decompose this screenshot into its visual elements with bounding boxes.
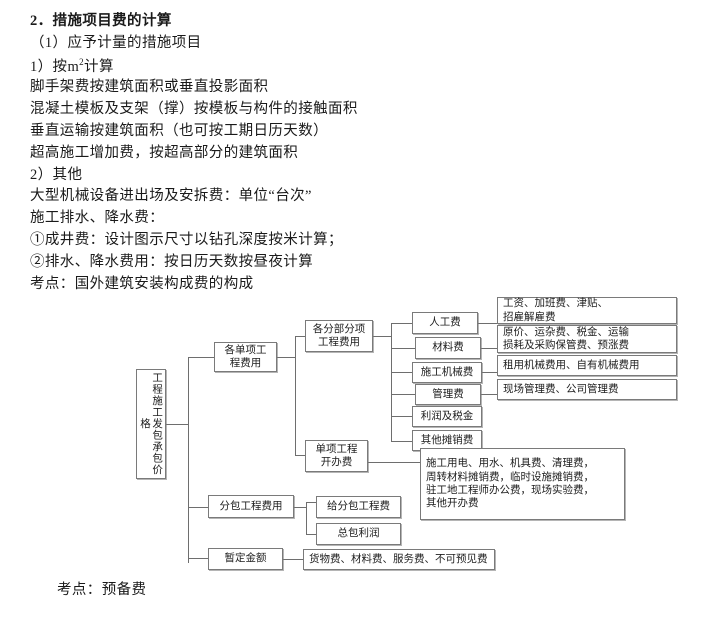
heading-measure-cost: 2．措施项目费的计算 [30,13,172,29]
line-drainage-dewatering: 施工排水、降水费： [30,210,165,226]
connector-line [368,462,420,463]
connector-line [391,323,412,324]
node-pay-subcontract[interactable]: 给分包工程费 [316,496,401,518]
line-unit-area-suffix: 计算 [84,58,114,75]
node-subcontract-cost[interactable]: 分包工程费用 [208,495,294,518]
connector-line [391,348,415,349]
connector-line [188,357,189,563]
connector-line [283,559,303,560]
node-management-cost[interactable]: 管理费 [415,384,481,405]
line-dewatering-cost: ②排水、降水费用：按日历天数按昼夜计算 [30,254,314,270]
node-wage-detail[interactable]: 工资、加班费、津贴、 招雇解雇费 [497,297,677,324]
connector-line [391,372,412,373]
connector-line [478,323,497,324]
node-material-detail[interactable]: 原价、运杂费、税金、运输 损耗及采购保管费、预涨费 [497,325,677,353]
node-startup-detail[interactable]: 施工用电、用水、机具费、清理费， 周转材料摊销费，临时设施摊销费， 驻工地工程师… [420,448,625,520]
subheading-others: 2）其他 [30,167,83,183]
connector-line [166,424,188,425]
line-well-cost: ①成井费：设计图示尺寸以钻孔深度按米计算； [30,232,343,248]
node-division-item-cost[interactable]: 各分部分项 工程费用 [305,320,373,352]
connector-line [188,558,208,559]
node-general-contractor-profit[interactable]: 总包利润 [316,523,401,545]
subheading-measurable-items: （1）应予计量的措施项目 [30,35,202,51]
line-exam-point-overseas: 考点：国外建筑安装构成费的构成 [30,276,254,292]
node-root-contract-price[interactable]: 工程施工发包承包价格 [136,369,166,479]
node-machinery-detail[interactable]: 租用机械费用、自有机械费用 [497,355,677,376]
connector-line [481,394,497,395]
line-exam-point-reserve: 考点：预备费 [57,582,147,598]
line-large-machinery: 大型机械设备进出场及安拆费：单位“台次” [30,188,312,204]
line-scaffolding: 脚手架费按建筑面积或垂直投影面积 [30,79,269,95]
node-provisional-sum[interactable]: 暂定金额 [208,548,283,570]
connector-line [306,534,316,535]
connector-line [373,336,391,337]
line-concrete-formwork: 混凝土模板及支架（撑）按模板与构件的接触面积 [30,101,358,117]
node-other-amortization[interactable]: 其他摊销费 [412,430,482,451]
node-provisional-detail[interactable]: 货物费、材料费、服务费、不可预见费 [303,549,495,570]
connector-line [295,455,305,456]
line-unit-area-prefix: 1）按m [30,58,80,75]
connector-line [295,336,296,455]
connector-line [391,441,412,442]
connector-line [391,394,415,395]
connector-line [391,416,412,417]
line-vertical-transport: 垂直运输按建筑面积（也可按工期日历天数） [30,123,328,139]
connector-line [295,336,305,337]
node-profit-tax[interactable]: 利润及税金 [412,406,482,427]
connector-line [481,348,497,349]
node-labor-cost[interactable]: 人工费 [412,312,478,334]
node-project-startup-cost[interactable]: 单项工程 开办费 [305,440,368,472]
node-single-project-cost[interactable]: 各单项工 程费用 [214,342,277,372]
connector-line [294,507,306,508]
line-superhigh-construction: 超高施工增加费，按超高部分的建筑面积 [30,145,299,161]
connector-line [188,507,208,508]
connector-line [306,502,307,534]
connector-line [391,323,392,441]
line-unit-area-calc: 1）按m2计算 [30,57,114,75]
connector-line [188,357,214,358]
connector-line [482,372,497,373]
node-material-cost[interactable]: 材料费 [415,337,481,359]
connector-line [277,357,295,358]
connector-line [306,502,316,503]
node-management-detail[interactable]: 现场管理费、公司管理费 [497,379,677,400]
superscript-square: 2 [79,57,85,67]
node-machinery-cost[interactable]: 施工机械费 [412,362,482,383]
